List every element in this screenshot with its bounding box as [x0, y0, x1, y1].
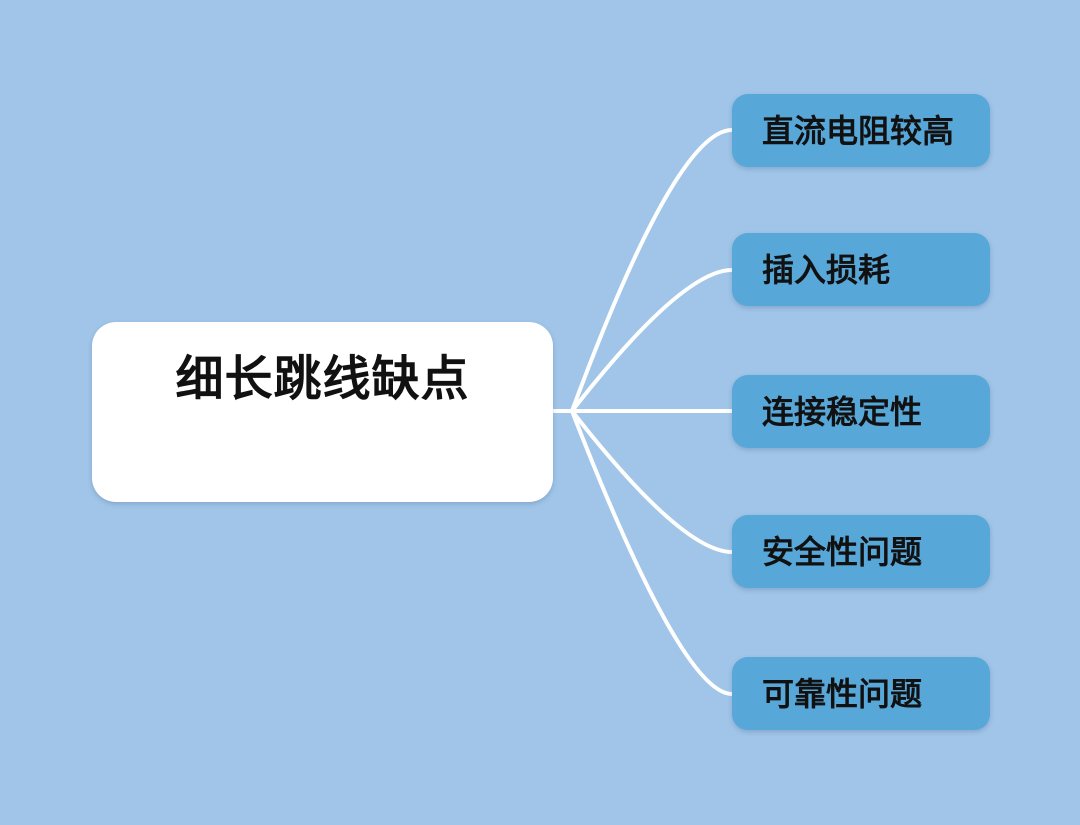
connector-branch-1: [570, 128, 734, 413]
branch-node-insertion-loss[interactable]: 插入损耗: [732, 233, 990, 306]
branch-node-safety-issues[interactable]: 安全性问题: [732, 515, 990, 588]
branch-node-label: 安全性问题: [762, 533, 923, 570]
root-node-label: 细长跳线缺点: [175, 353, 470, 406]
connector-branch-5: [570, 409, 734, 696]
branch-node-connection-stability[interactable]: 连接稳定性: [732, 375, 990, 448]
branch-node-dc-resistance[interactable]: 直流电阻较高: [732, 94, 990, 167]
root-node[interactable]: 细长跳线缺点: [92, 322, 553, 502]
connector-branch-4: [570, 409, 734, 554]
branch-node-label: 插入损耗: [762, 251, 891, 288]
connector-branch-2: [570, 268, 734, 413]
branch-node-label: 可靠性问题: [762, 675, 923, 712]
branch-node-label: 直流电阻较高: [762, 112, 955, 149]
branch-node-label: 连接稳定性: [762, 393, 923, 430]
branch-node-reliability-issues[interactable]: 可靠性问题: [732, 657, 990, 730]
